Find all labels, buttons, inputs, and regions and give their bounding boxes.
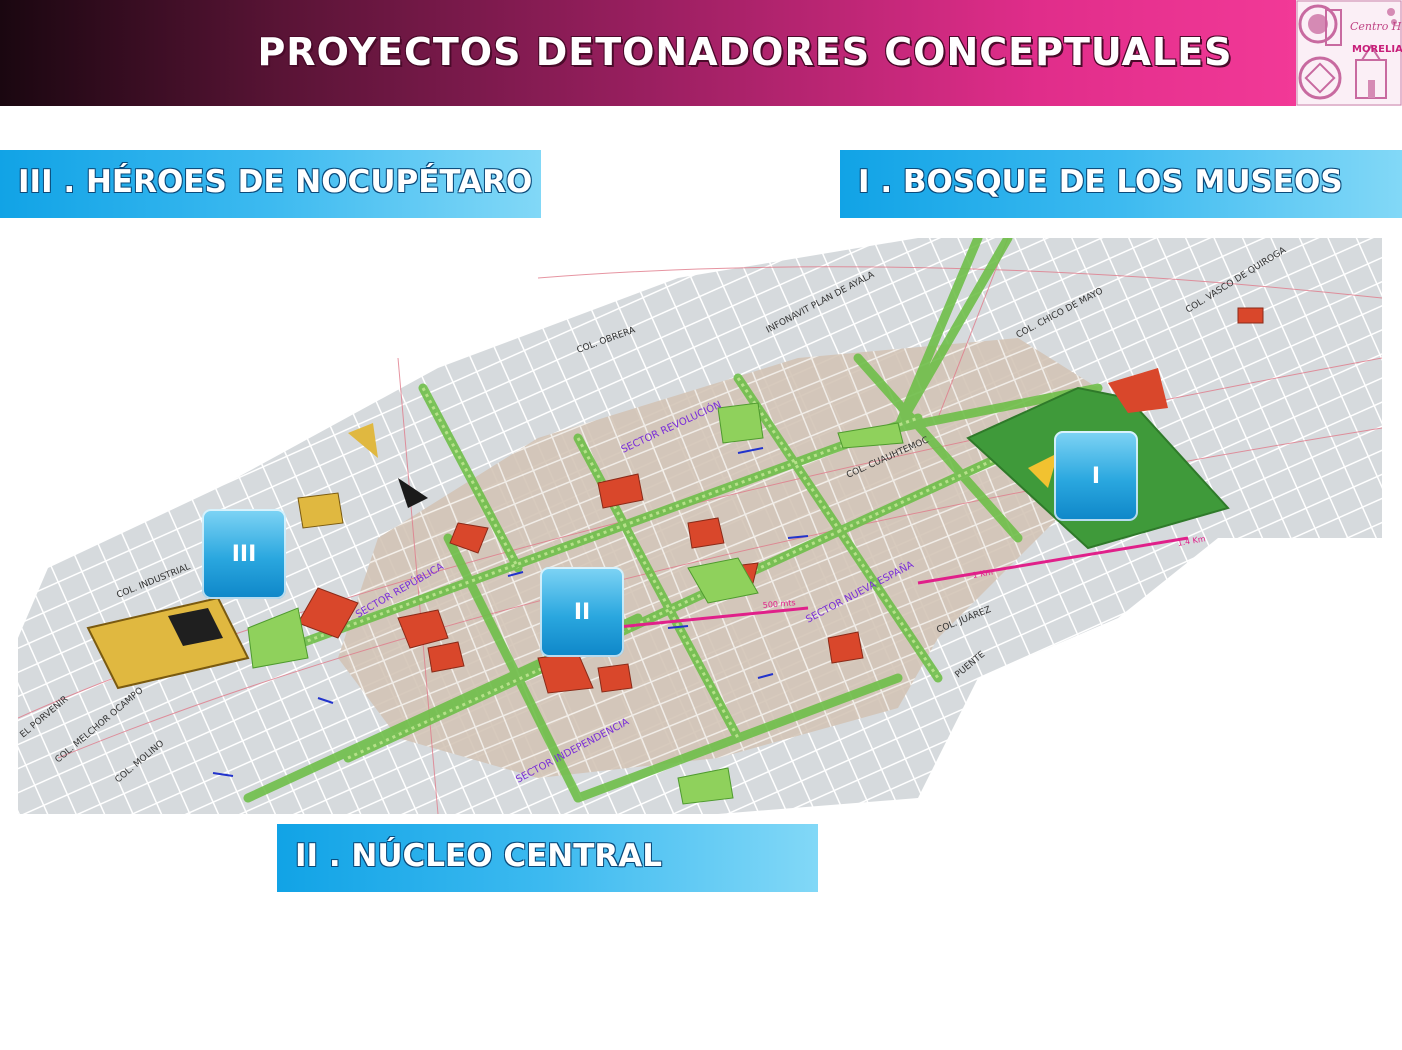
centro-historico-logo-icon: Centro Histórico MORELIA [1296, 0, 1402, 106]
label-500-mts: 500 mts [762, 598, 796, 610]
monument-block [1108, 368, 1168, 413]
banner-nucleo-central: II . NÚCLEO CENTRAL [277, 824, 818, 892]
label-1-km: 1 Km [972, 567, 994, 579]
heroes-complex [86, 423, 428, 690]
direction-arrows [212, 447, 809, 777]
banner-heroes-de-nocupetaro: III . HÉROES DE NOCUPÉTARO [0, 150, 541, 218]
logo-text-city: MORELIA [1352, 44, 1402, 55]
header-bar [0, 0, 1296, 106]
park-feature [1028, 453, 1058, 488]
marker-project-ii[interactable]: II [540, 567, 624, 657]
logo: Centro Histórico MORELIA [1296, 0, 1402, 106]
plazas [247, 402, 904, 805]
page-title: PROYECTOS DETONADORES CONCEPTUALES [257, 30, 1233, 74]
banner-bosque-de-los-museos: I . BOSQUE DE LOS MUSEOS [840, 150, 1402, 218]
logo-text-main: Centro Histórico [1350, 20, 1402, 33]
route-lines [607, 536, 1189, 630]
marker-project-iii[interactable]: III [202, 509, 286, 599]
marker-project-i[interactable]: I [1054, 431, 1138, 521]
